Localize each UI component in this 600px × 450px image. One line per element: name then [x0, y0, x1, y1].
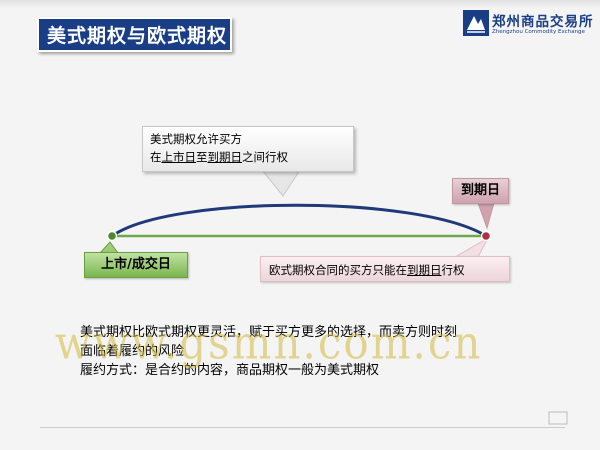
callout-bottom-highlight: 到期日 — [407, 263, 442, 277]
callout-bottom-suffix: 行权 — [441, 263, 465, 277]
callout-top-listing-date: 上市日 — [161, 150, 197, 164]
callout-top-line2-prefix: 在 — [150, 150, 162, 164]
callout-bottom-pointer — [453, 236, 490, 258]
body-line-2: 面临着履约的风险 — [80, 344, 185, 359]
page-corner-icon — [548, 411, 568, 425]
footer-divider — [40, 427, 565, 428]
callout-top-line2: 在上市日至到期日之间行权 — [150, 149, 288, 165]
callout-top-line2-mid: 至 — [196, 150, 208, 164]
callout-bottom-prefix: 欧式期权合同的买方只能在 — [269, 263, 407, 277]
exchange-name-en: Zhengzhou Commodity Exchange — [492, 29, 585, 35]
end-label-pointer — [477, 202, 495, 230]
expiry-date-label: 到期日 — [452, 178, 509, 204]
exchange-logo: 郑州商品交易所 Zhengzhou Commodity Exchange — [463, 8, 593, 42]
callout-top-line1: 美式期权允许买方 — [150, 132, 242, 146]
slide-title: 美式期权与欧式期权 — [37, 17, 232, 52]
start-marker — [106, 230, 118, 242]
callout-american-option: 美式期权允许买方 在上市日至到期日之间行权 — [142, 126, 354, 172]
callout-top-pointer — [260, 169, 301, 197]
exchange-logo-icon — [463, 10, 489, 36]
callout-top-line2-suffix: 之间行权 — [242, 150, 288, 164]
body-text: 美式期权比欧式期权更灵活，赋于买方更多的选择，而卖方则时刻 面临着履约的风险 履… — [80, 323, 540, 380]
listing-date-label: 上市/成交日 — [84, 252, 188, 278]
callout-european-option: 欧式期权合同的买方只能在到期日行权 — [260, 256, 510, 282]
body-line-3: 履约方式：是合约的内容，商品期权一般为美式期权 — [80, 363, 380, 378]
callout-top-expiry-date: 到期日 — [207, 150, 243, 164]
timeline-arc — [111, 203, 487, 238]
watermark: www.gsmn.com.cn — [55, 315, 483, 370]
exchange-name-cn: 郑州商品交易所 — [492, 14, 594, 30]
body-line-1: 美式期权比欧式期权更灵活，赋于买方更多的选择，而卖方则时刻 — [80, 325, 458, 340]
end-marker — [480, 230, 492, 242]
